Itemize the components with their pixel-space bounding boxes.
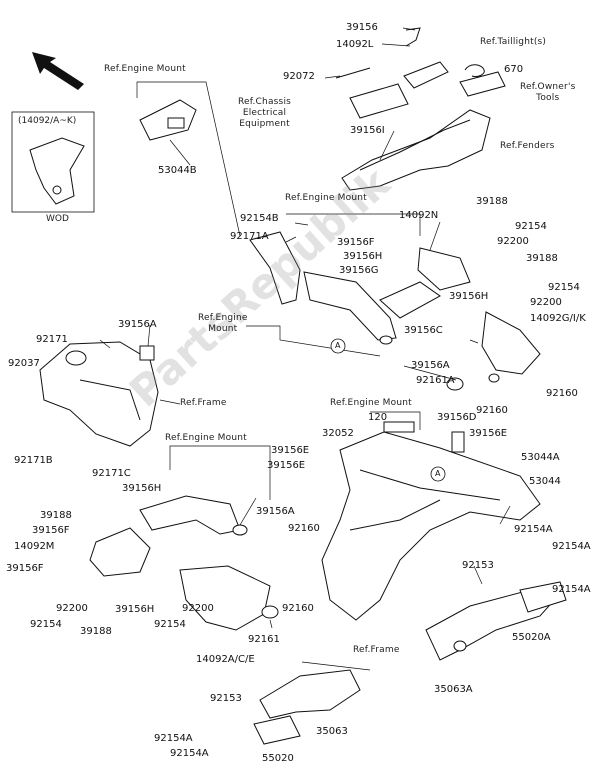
part-label: 39156A xyxy=(118,319,157,330)
part-label: 39156H xyxy=(122,483,162,494)
part-label: 92160 xyxy=(282,603,314,614)
part-label: 39188 xyxy=(80,626,112,637)
part-label: 14092A/C/E xyxy=(196,654,255,665)
part-label: 92072 xyxy=(283,71,315,82)
lower-side-cover xyxy=(179,565,279,631)
part-label: 39156G xyxy=(339,265,379,276)
part-label: 92154 xyxy=(30,619,62,630)
part-label: 14092N xyxy=(399,210,439,221)
leader-lines xyxy=(99,27,511,629)
inset-caption: WOD xyxy=(46,214,69,224)
part-label: 55020 xyxy=(262,753,294,764)
inset-title: (14092/A~K) xyxy=(18,116,77,126)
engine-mount-bracket-upper xyxy=(139,99,197,141)
part-label: 92154A xyxy=(552,541,591,552)
part-label: 92154A xyxy=(170,748,209,759)
part-label: 92171 xyxy=(36,334,68,345)
ref-engine-mount-top: Ref.Engine Mount xyxy=(104,64,186,74)
ref-engine-mount-center: Ref.Engine Mount xyxy=(165,433,247,443)
part-label: 92171A xyxy=(230,231,269,242)
part-label: 92153 xyxy=(462,560,494,571)
part-label: 670 xyxy=(504,64,524,75)
part-label: 32052 xyxy=(322,428,354,439)
part-label: 92154B xyxy=(240,213,279,224)
inset-box xyxy=(11,111,95,213)
part-label: 92160 xyxy=(288,523,320,534)
part-label: 39156A xyxy=(411,360,450,371)
part-label: 39156H xyxy=(449,291,489,302)
part-label: 92161 xyxy=(248,634,280,645)
part-label: 92154A xyxy=(552,584,591,595)
part-label: 14092G/I/K xyxy=(530,313,586,324)
right-side-cover xyxy=(446,311,541,391)
lower-footpeg-bracket xyxy=(253,669,361,745)
part-label: 39188 xyxy=(40,510,72,521)
part-label: 39156F xyxy=(337,237,375,248)
part-label: 92154A xyxy=(154,733,193,744)
part-label: 92200 xyxy=(530,297,562,308)
ref-owners-tools: Ref.Owner's Tools xyxy=(520,82,576,103)
part-label: 39156E xyxy=(267,460,306,471)
part-label: 39156I xyxy=(350,125,385,136)
part-label: 92160 xyxy=(476,405,508,416)
part-label: 55020A xyxy=(512,632,551,643)
ref-fenders: Ref.Fenders xyxy=(500,141,555,151)
part-label: 14092M xyxy=(14,541,55,552)
part-label: 92200 xyxy=(56,603,88,614)
ref-engine-mount-left: Ref.Engine Mount xyxy=(198,313,248,334)
ref-chassis-electrical: Ref.Chassis Electrical Equipment xyxy=(238,97,292,129)
direction-arrow xyxy=(32,52,84,90)
callout-a-lower-label: A xyxy=(435,469,441,478)
ref-frame-left: Ref.Frame xyxy=(180,398,227,408)
part-label: 39156C xyxy=(404,325,443,336)
part-label: 35063 xyxy=(316,726,348,737)
ref-engine-mount-lower: Ref.Engine Mount xyxy=(330,398,412,408)
part-label: 39188 xyxy=(476,196,508,207)
rear-footpeg-bracket xyxy=(425,581,567,661)
part-label: 39156 xyxy=(346,22,378,33)
part-label: 120 xyxy=(368,412,388,423)
part-label: 92153 xyxy=(210,693,242,704)
part-label: 39156F xyxy=(32,525,70,536)
part-label: 39156D xyxy=(437,412,477,423)
ref-engine-mount-mid: Ref.Engine Mount xyxy=(285,193,367,203)
rear-fender-assembly xyxy=(335,27,506,191)
part-label: 92160 xyxy=(546,388,578,399)
left-frame-cover xyxy=(39,341,159,447)
part-label: 39156F xyxy=(6,563,44,574)
center-engine-bracket xyxy=(249,231,471,345)
part-label: 92037 xyxy=(8,358,40,369)
part-label: 92171B xyxy=(14,455,53,466)
left-lower-bracket xyxy=(89,495,248,577)
part-label: 14092L xyxy=(336,39,374,50)
part-label: 39156H xyxy=(115,604,155,615)
main-frame xyxy=(321,421,541,621)
part-label: 53044 xyxy=(529,476,561,487)
part-label: 92200 xyxy=(182,603,214,614)
callout-a-upper-label: A xyxy=(335,341,341,350)
part-label: 92171C xyxy=(92,468,131,479)
ref-frame-lower: Ref.Frame xyxy=(353,645,400,655)
callout-a-lower xyxy=(430,466,446,482)
part-label: 39156H xyxy=(343,251,383,262)
part-label: 53044A xyxy=(521,452,560,463)
callout-a-upper xyxy=(330,338,346,354)
part-label: 92161A xyxy=(416,375,455,386)
part-label: 39188 xyxy=(526,253,558,264)
part-label: 92154A xyxy=(514,524,553,535)
ref-taillight: Ref.Taillight(s) xyxy=(480,37,547,47)
part-label: 92154 xyxy=(154,619,186,630)
part-label: 39156A xyxy=(256,506,295,517)
part-label: 39156E xyxy=(271,445,310,456)
part-label: 39156E xyxy=(469,428,508,439)
part-label: 92154 xyxy=(515,221,547,232)
part-label: 53044B xyxy=(158,165,197,176)
part-label: 92200 xyxy=(497,236,529,247)
reference-brackets xyxy=(136,81,421,671)
part-label: 35063A xyxy=(434,684,473,695)
part-label: 92154 xyxy=(548,282,580,293)
